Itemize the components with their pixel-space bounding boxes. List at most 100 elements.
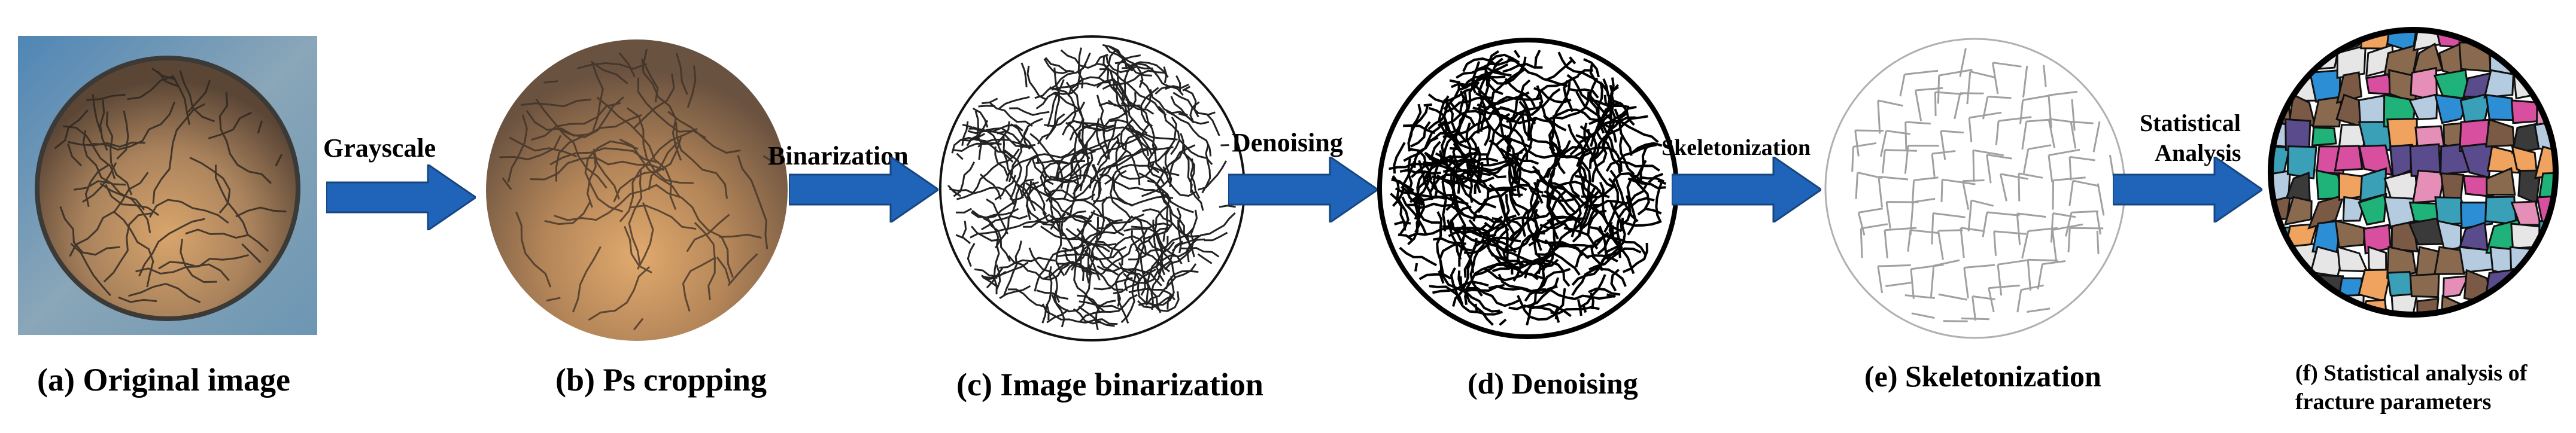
crack-line: [1478, 57, 1503, 132]
fracture-segment: [2311, 96, 2343, 128]
crack-line: [1603, 94, 1617, 133]
crack-line: [1550, 306, 1600, 315]
segmentation-image: [2268, 27, 2559, 318]
crack-line: [956, 153, 964, 160]
crack-line: [1029, 133, 1064, 189]
crack-line: [1120, 61, 1169, 105]
crack-line: [99, 182, 145, 211]
crack-line: [1042, 167, 1092, 223]
fracture-segment: [2271, 269, 2288, 303]
crack-line: [1079, 294, 1138, 322]
crack-line: [961, 133, 986, 142]
crack-line: [1091, 164, 1101, 197]
crack-line: [1568, 87, 1599, 99]
crack-line: [986, 198, 1008, 234]
crack-line: [1040, 225, 1110, 253]
crack-line: [1551, 222, 1582, 253]
crack-line: [1398, 233, 1414, 242]
crack-line: [1172, 92, 1220, 136]
crack-line: [1051, 264, 1092, 313]
crack-line: [648, 141, 679, 191]
crack-line: [1178, 139, 1213, 165]
skeleton-line: [1972, 149, 2004, 182]
crack-line: [1171, 212, 1236, 252]
skeleton-line: [1911, 312, 1935, 319]
skeleton-line: [1877, 264, 1911, 294]
crack-line: [1128, 288, 1175, 301]
crack-line: [1513, 173, 1544, 204]
crack-line: [1620, 160, 1660, 172]
crack-line: [1429, 285, 1464, 305]
crack-line: [1123, 230, 1140, 291]
crack-line: [99, 99, 108, 151]
crack-line: [105, 111, 133, 196]
crack-line: [667, 111, 741, 154]
crack-line: [1486, 112, 1511, 166]
fracture-segment: [2271, 30, 2290, 47]
fracture-segment: [2486, 167, 2516, 196]
crack-line: [987, 218, 1011, 262]
right-arrow-icon: [326, 164, 476, 230]
crack-line: [1450, 267, 1503, 316]
crack-line: [1585, 254, 1618, 263]
crack-line: [135, 254, 249, 275]
skeleton-line: [2096, 230, 2100, 255]
crack-line: [185, 228, 250, 239]
crack-line: [1077, 294, 1105, 313]
fracture-segment: [2311, 300, 2344, 315]
crack-line: [1184, 89, 1199, 118]
crack-line: [584, 140, 639, 213]
crack-line: [1518, 100, 1531, 141]
crack-line: [1423, 160, 1456, 211]
crack-line: [981, 275, 998, 280]
crack-line: [1449, 79, 1465, 89]
fracture-segment: [2285, 45, 2317, 74]
fracture-segment: [2336, 245, 2369, 273]
crack-line: [1037, 113, 1065, 145]
crack-line: [1588, 245, 1623, 271]
fracture-segment: [2336, 44, 2367, 79]
arrow-binarization: [789, 157, 938, 222]
crack-line: [1099, 173, 1169, 199]
crack-line: [1504, 78, 1536, 108]
crack-line: [1140, 80, 1152, 109]
caption-denoising: (d) Denoising: [1468, 367, 1638, 400]
crack-line: [1062, 215, 1134, 252]
crack-line: [1162, 166, 1196, 197]
cropped-image-photo: [486, 39, 788, 341]
crack-line: [994, 146, 1008, 176]
crack-line: [1416, 177, 1440, 224]
skeleton-line: [1885, 281, 1913, 287]
crack-line: [1511, 189, 1568, 238]
crack-line: [1120, 118, 1141, 185]
crack-line: [1155, 144, 1196, 187]
crack-line: [1403, 124, 1436, 135]
crack-line: [1113, 78, 1148, 135]
caption-image-binarization: (c) Image binarization: [956, 367, 1263, 402]
skeleton-line: [1934, 91, 1963, 117]
crack-line: [1401, 196, 1421, 233]
crack-line: [1041, 266, 1053, 324]
crack-line: [1448, 222, 1489, 237]
skeleton-line: [2070, 121, 2094, 149]
fracture-segment: [2511, 270, 2536, 301]
arrow-label-statistical-analysis-2: Analysis: [2155, 139, 2241, 166]
right-arrow-icon: [2113, 157, 2262, 222]
skeleton-line: [1907, 229, 1939, 252]
fracture-segment: [2408, 93, 2438, 121]
crack-line: [970, 214, 1050, 239]
skeleton-image: [1824, 38, 2126, 339]
crack-line: [1448, 151, 1523, 176]
crack-line: [1626, 160, 1647, 236]
crack-line: [1036, 289, 1069, 300]
crack-line: [521, 98, 592, 108]
skeleton-line: [1931, 212, 1966, 245]
skeleton-line: [2022, 144, 2052, 173]
crack-line: [588, 266, 651, 321]
crack-line: [1474, 303, 1478, 313]
crack-line: [675, 122, 728, 199]
crack-line: [1400, 185, 1426, 246]
crack-line: [1472, 106, 1513, 148]
crack-line: [955, 234, 971, 245]
